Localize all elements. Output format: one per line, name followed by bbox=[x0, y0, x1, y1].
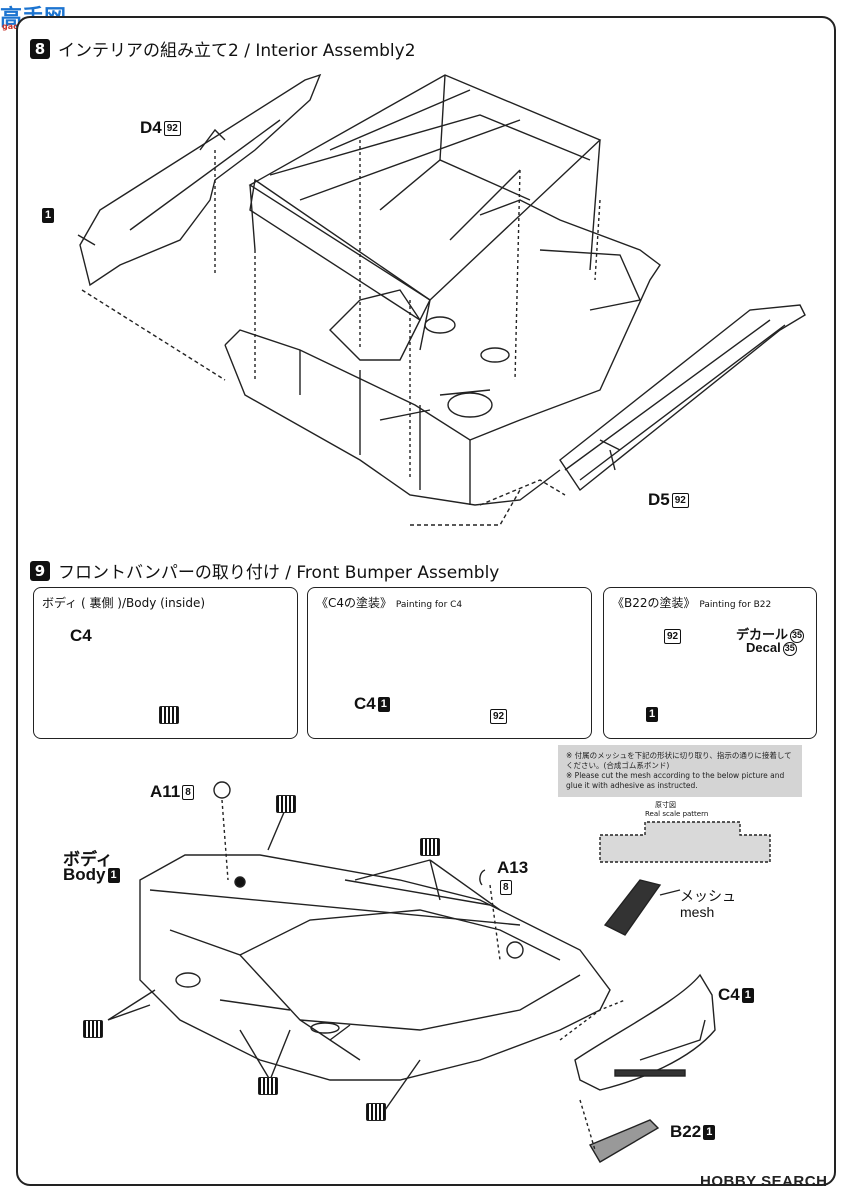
d4-code-tag: 92 bbox=[163, 121, 181, 137]
step-8-number: 8 bbox=[30, 38, 50, 59]
scale-en: Real scale pattern bbox=[645, 810, 709, 818]
body-jp-label: ボディ bbox=[63, 850, 113, 869]
panel-b22-color-tag: 92 bbox=[662, 626, 682, 646]
b22-grille bbox=[588, 1119, 660, 1163]
mesh-note-jp: ※ 付属のメッシュを下記の形状に切り取り、指示の通りに接着してください。(合成ゴ… bbox=[566, 751, 792, 770]
c4-bumper bbox=[574, 973, 716, 1091]
part-one-label: 1 bbox=[40, 205, 55, 225]
panel-c4-label: C4 bbox=[70, 626, 92, 645]
panel-c4-color-tag: 92 bbox=[488, 706, 508, 726]
panel-b22-part-tag: 1 bbox=[644, 704, 659, 724]
hobby-search-logo: HOBBY SEARCH bbox=[700, 1173, 828, 1190]
step-8-header: 8 インテリアの組み立て2 / Interior Assembly2 bbox=[30, 36, 416, 61]
glue-icon bbox=[258, 1077, 278, 1095]
glue-icon bbox=[366, 1103, 386, 1121]
a13-code: 8 bbox=[498, 877, 512, 897]
glue-icon bbox=[276, 795, 296, 813]
mesh-note-en: ※ Please cut the mesh according to the b… bbox=[566, 771, 785, 790]
glue-icon bbox=[159, 706, 179, 724]
d5-door-panel bbox=[559, 304, 806, 492]
panel-painting-c4-title: 《C4の塗装》 Painting for C4 bbox=[316, 596, 463, 610]
a13-label: A13 bbox=[497, 858, 529, 877]
glue-icon bbox=[420, 838, 440, 856]
step-9-title: フロントバンパーの取り付け / Front Bumper Assembly bbox=[58, 563, 500, 583]
mesh-en-label: mesh bbox=[680, 904, 715, 920]
panel-painting-b22-title: 《B22の塗装》 Painting for B22 bbox=[612, 596, 772, 610]
d5-code-tag: 92 bbox=[671, 493, 689, 509]
step-8-title: インテリアの組み立て2 / Interior Assembly2 bbox=[58, 41, 416, 61]
scale-pattern: 原寸図 Real scale pattern bbox=[583, 800, 788, 870]
glue-icon bbox=[83, 1020, 103, 1038]
d4-door-panel bbox=[79, 73, 322, 287]
mesh-jp-label: メッシュ bbox=[680, 888, 736, 904]
panel-body-inside-title: ボディ ( 裏側 )/Body (inside) bbox=[42, 596, 206, 610]
scale-jp: 原寸図 bbox=[655, 801, 676, 809]
step-9-header: 9 フロントバンパーの取り付け / Front Bumper Assembly bbox=[30, 558, 499, 583]
mesh-note: ※ 付属のメッシュを下記の形状に切り取り、指示の通りに接着してください。(合成ゴ… bbox=[558, 745, 802, 797]
part-one-tag: 1 bbox=[42, 208, 55, 224]
step-9-number: 9 bbox=[30, 560, 50, 581]
body-underside bbox=[139, 854, 611, 1081]
panel-body-inside: ボディ ( 裏側 )/Body (inside) C4 bbox=[33, 587, 298, 739]
